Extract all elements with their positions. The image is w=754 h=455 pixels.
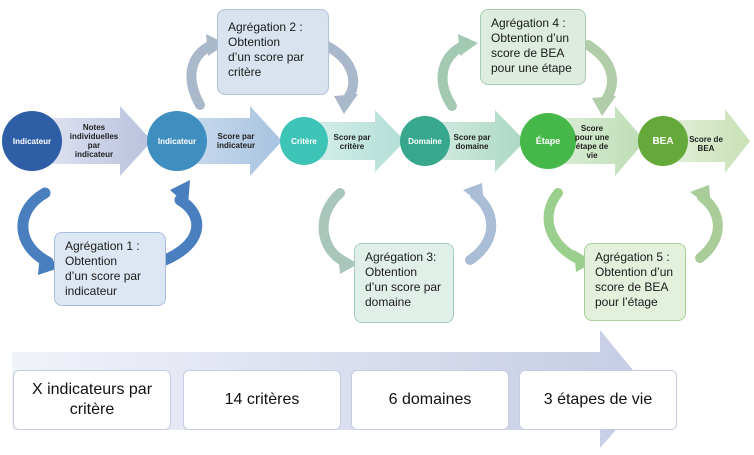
- stage-circle-indicateur-1: Indicateur: [2, 111, 62, 171]
- loop-arrow-1-up-head: [170, 180, 190, 206]
- aggregation-box-3: Agrégation 3: Obtention d’un score par d…: [354, 243, 454, 323]
- summary-box-indicateurs: X indicateurs par critère: [13, 370, 171, 430]
- stage-circle-etape: Étape: [520, 113, 576, 169]
- stage-arrow-2: [180, 106, 282, 176]
- summary-box-etapes: 3 étapes de vie: [519, 370, 677, 430]
- loop-arrow-2-down-head: [334, 94, 358, 114]
- stage-arrow-6: [665, 109, 750, 173]
- stage-arrow-1: [35, 106, 152, 176]
- stage-circle-indicateur-2: Indicateur: [147, 111, 207, 171]
- loop-arrow-1-up: [154, 194, 203, 268]
- loop-arrow-3-up: [465, 190, 497, 265]
- loop-arrow-2-down: [320, 40, 359, 107]
- summary-box-criteres: 14 critères: [183, 370, 341, 430]
- loop-arrow-5-up-head: [690, 185, 711, 208]
- loop-arrow-1-down: [17, 187, 54, 268]
- aggregation-box-4: Agrégation 4 : Obtention d’un score de B…: [480, 9, 586, 85]
- loop-arrow-4-up: [437, 40, 470, 111]
- loop-arrow-2-up-head: [206, 34, 226, 56]
- loop-arrow-1-down-head: [38, 252, 62, 275]
- arrow-label-score-etape-de-vie: Score pour une étape de vie: [574, 124, 610, 160]
- loop-arrow-2-up: [186, 40, 217, 110]
- arrow-label-score-par-domaine: Score par domaine: [453, 133, 491, 151]
- stage-circle-critere: Critère: [280, 117, 328, 165]
- stage-arrow-5: [550, 106, 645, 176]
- aggregation-box-5: Agrégation 5 : Obtention d’un score de B…: [584, 243, 686, 321]
- loop-arrow-4-up-head: [458, 34, 478, 56]
- loop-arrow-3-down-head: [338, 252, 358, 274]
- stage-arrow-3: [310, 110, 405, 172]
- summary-box-domaines: 6 domaines: [351, 370, 509, 430]
- arrow-label-score-par-critere: Score par critère: [333, 133, 371, 151]
- aggregation-box-2: Agrégation 2 : Obtention d’un score par …: [217, 9, 329, 95]
- arrow-label-score-de-bea: Score de BEA: [689, 135, 723, 153]
- loop-arrow-5-down: [543, 188, 585, 265]
- arrow-label-notes-individuelles: Notes individuelles par indicateur: [69, 123, 119, 159]
- stage-circle-bea: BEA: [638, 116, 688, 166]
- stage-circle-domaine: Domaine: [400, 116, 450, 166]
- loop-arrow-4-down: [583, 40, 617, 109]
- stage-arrow-4: [430, 110, 525, 172]
- loop-arrow-3-down: [318, 188, 350, 267]
- loop-arrow-4-down-head: [592, 96, 616, 116]
- arrow-label-score-par-indicateur: Score par indicateur: [216, 132, 256, 150]
- loop-arrow-3-up-head: [463, 183, 484, 206]
- aggregation-box-1: Agrégation 1 : Obtention d’un score par …: [54, 232, 166, 306]
